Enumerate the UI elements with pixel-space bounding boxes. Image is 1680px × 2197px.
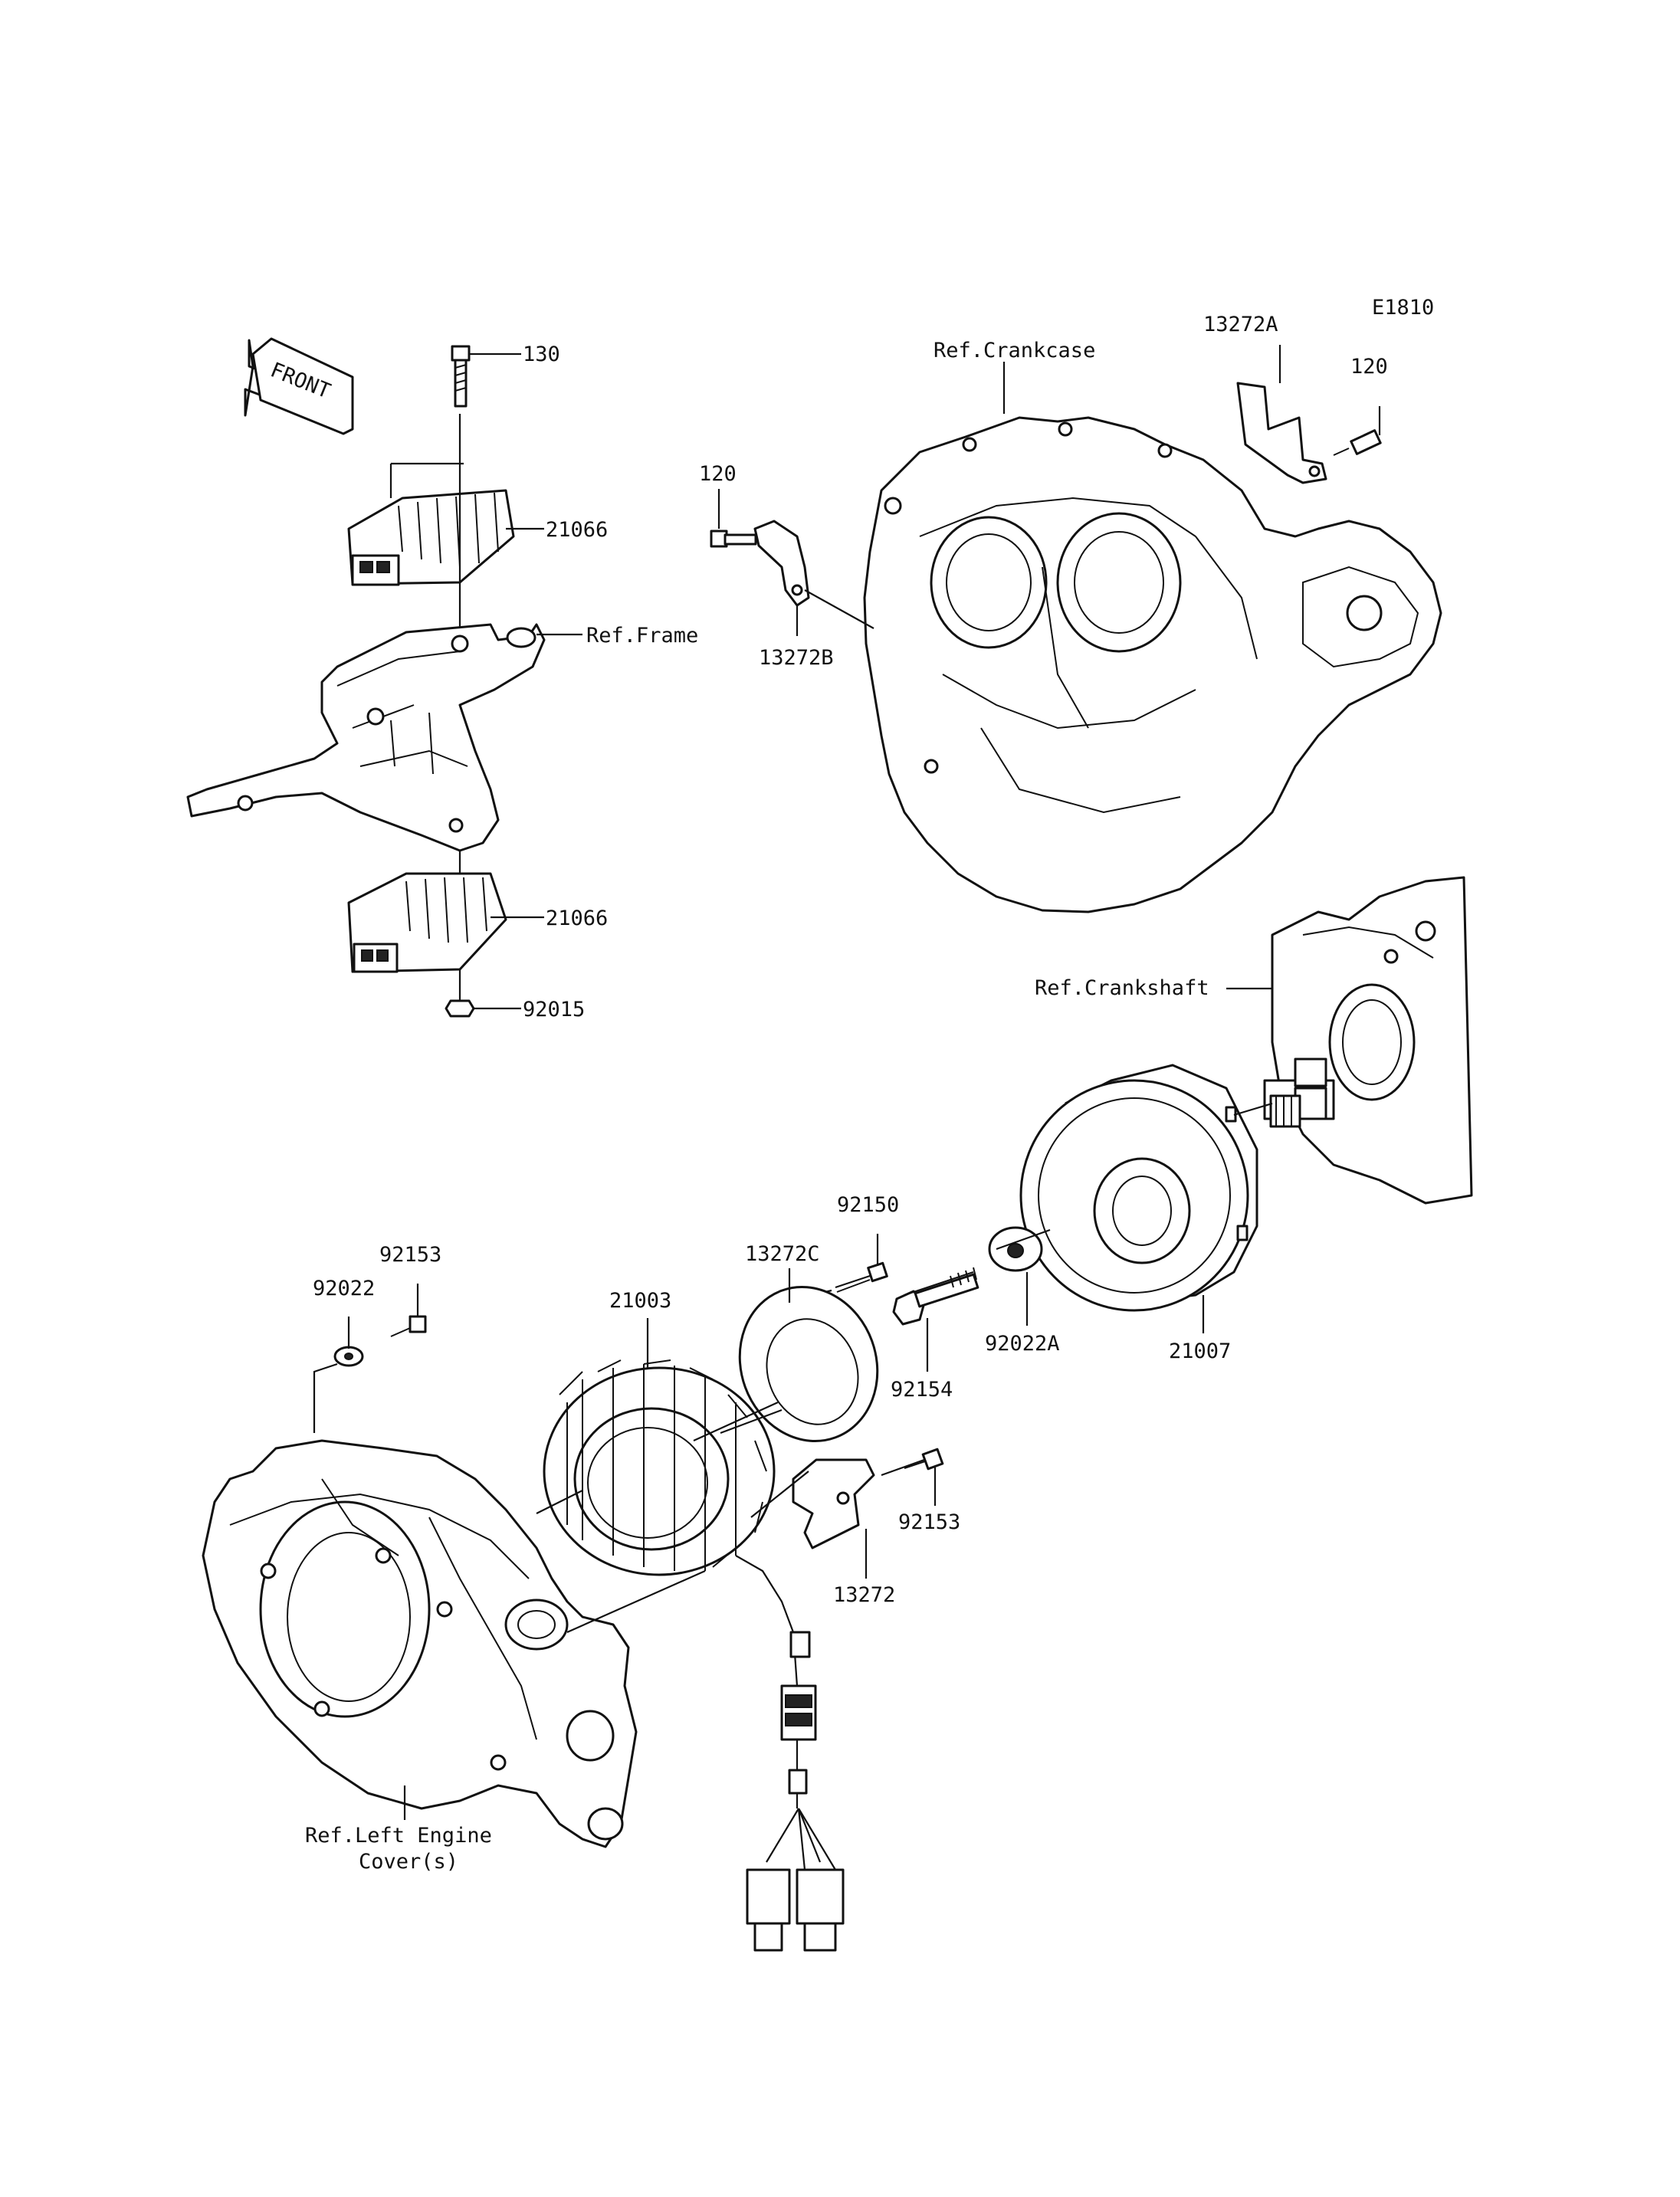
rotor-21007: [1019, 1064, 1258, 1312]
part-92150-label: 92150: [837, 1193, 899, 1217]
crankcase: [863, 416, 1442, 913]
washer-92022: [333, 1346, 364, 1367]
bolt-120-right: [1333, 429, 1382, 456]
ref-crankshaft-label: Ref.Crankshaft: [1035, 976, 1209, 1000]
regulator-rectifier-lower: [347, 872, 507, 973]
front-direction-arrow: FRONT: [244, 337, 354, 435]
bracket-13272B: [753, 520, 810, 607]
stator-21003: [543, 1359, 776, 1576]
left-engine-cover: [202, 1439, 638, 1848]
part-13272-label: 13272: [833, 1583, 895, 1607]
bolt-130: [451, 345, 471, 408]
screw-92153-upper: [390, 1315, 427, 1337]
bracket-13272: [792, 1458, 875, 1549]
part-92153-lower-label: 92153: [898, 1510, 960, 1534]
part-92022A-label: 92022A: [985, 1332, 1060, 1356]
diagram-code: E1810: [1372, 296, 1434, 320]
part-21003-label: 21003: [609, 1289, 671, 1313]
ref-left-engine-cover-line2: Cover(s): [359, 1850, 458, 1874]
ref-crankcase-label: Ref.Crankcase: [934, 339, 1095, 362]
part-21007-label: 21007: [1169, 1340, 1231, 1363]
part-21066-upper-label: 21066: [546, 518, 608, 542]
ref-frame-label: Ref.Frame: [586, 624, 698, 648]
part-120-right-label: 120: [1350, 355, 1388, 379]
part-13272A-label: 13272A: [1203, 313, 1278, 336]
ref-left-engine-cover-line1: Ref.Left Engine: [305, 1824, 492, 1848]
part-92154-label: 92154: [891, 1378, 953, 1402]
part-13272B-label: 13272B: [759, 646, 834, 670]
screw-92153-lower: [904, 1448, 944, 1471]
bolt-120-left: [710, 530, 757, 548]
bolt-92154: [892, 1267, 979, 1326]
bracket-13272A: [1236, 382, 1327, 484]
frame-bracket: [186, 623, 546, 852]
nut-92015: [445, 999, 475, 1018]
crankshaft: [1263, 876, 1473, 1205]
regulator-rectifier-upper: [347, 489, 515, 586]
part-92153-upper-label: 92153: [379, 1243, 441, 1267]
screw-92150: [835, 1261, 888, 1293]
part-92015-label: 92015: [523, 998, 585, 1021]
plate-13272C: [738, 1286, 879, 1442]
part-130-label: 130: [523, 343, 560, 366]
part-13272C-label: 13272C: [745, 1242, 820, 1266]
stator-wire-harness: [735, 1555, 845, 1952]
part-21066-lower-label: 21066: [546, 907, 608, 930]
part-92022-label: 92022: [313, 1277, 375, 1300]
part-120-left-label: 120: [699, 462, 737, 486]
